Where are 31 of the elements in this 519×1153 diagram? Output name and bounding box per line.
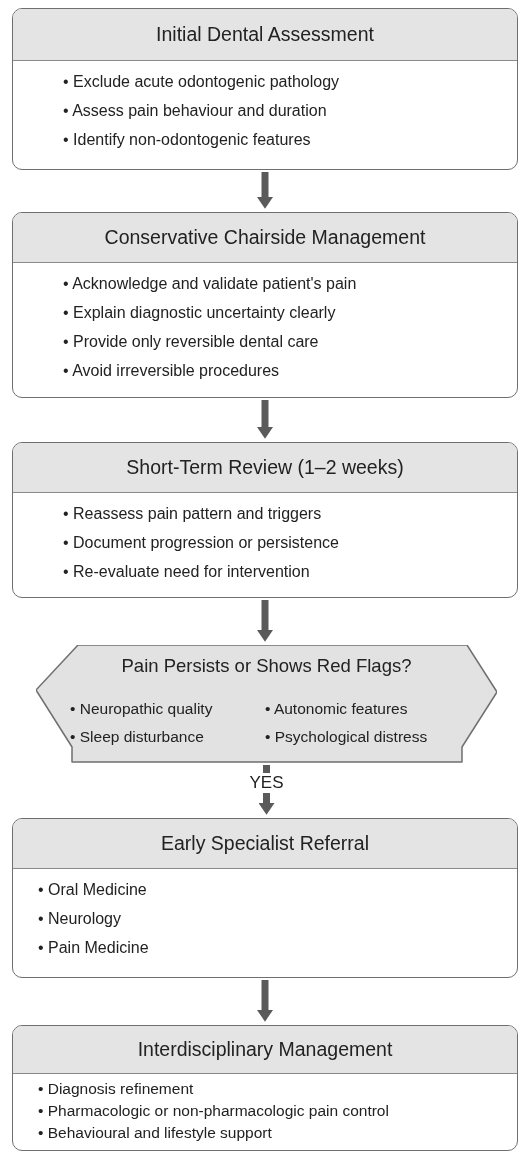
bullet-item: • Avoid irreversible procedures: [63, 361, 281, 381]
box-heading: Short-Term Review (1–2 weeks): [13, 443, 517, 493]
bullet-item: • Psychological distress: [265, 727, 429, 747]
bullet-item: • Pain Medicine: [38, 938, 150, 958]
process-box: [12, 8, 518, 170]
bullet-item: • Provide only reversible dental care: [63, 332, 320, 352]
process-box: [12, 1025, 518, 1151]
bullet-item: • Behavioural and lifestyle support: [38, 1123, 273, 1143]
bullet-item: • Document progression or persistence: [63, 533, 340, 553]
process-box: [12, 212, 518, 398]
bullet-item: • Pharmacologic or non-pharmacologic pain control: [38, 1101, 390, 1121]
process-box: [12, 818, 518, 978]
bullet-item: • Autonomic features: [265, 699, 409, 719]
bullet-item: • Sleep disturbance: [70, 727, 205, 747]
box-heading: Early Specialist Referral: [13, 819, 517, 869]
bullet-item: • Oral Medicine: [38, 880, 148, 900]
box-heading: Interdisciplinary Management: [13, 1026, 517, 1074]
bullet-item: • Exclude acute odontogenic pathology: [63, 72, 341, 92]
bullet-item: • Explain diagnostic uncertainty clearly: [63, 303, 337, 323]
bullet-item: • Identify non-odontogenic features: [63, 130, 312, 150]
bullet-item: • Diagnosis refinement: [38, 1079, 195, 1099]
bullet-item: • Neuropathic quality: [70, 699, 214, 719]
bullet-item: • Re-evaluate need for intervention: [63, 562, 311, 582]
bullet-item: • Reassess pain pattern and triggers: [63, 504, 323, 524]
box-heading: Initial Dental Assessment: [13, 9, 517, 61]
bullet-item: • Neurology: [38, 909, 122, 929]
box-heading: Conservative Chairside Management: [13, 213, 517, 263]
bullet-item: • Acknowledge and validate patient's pain: [63, 274, 358, 294]
decision-question: Pain Persists or Shows Red Flags?: [120, 655, 413, 677]
bullet-item: • Assess pain behaviour and duration: [63, 101, 328, 121]
process-box: [12, 442, 518, 598]
